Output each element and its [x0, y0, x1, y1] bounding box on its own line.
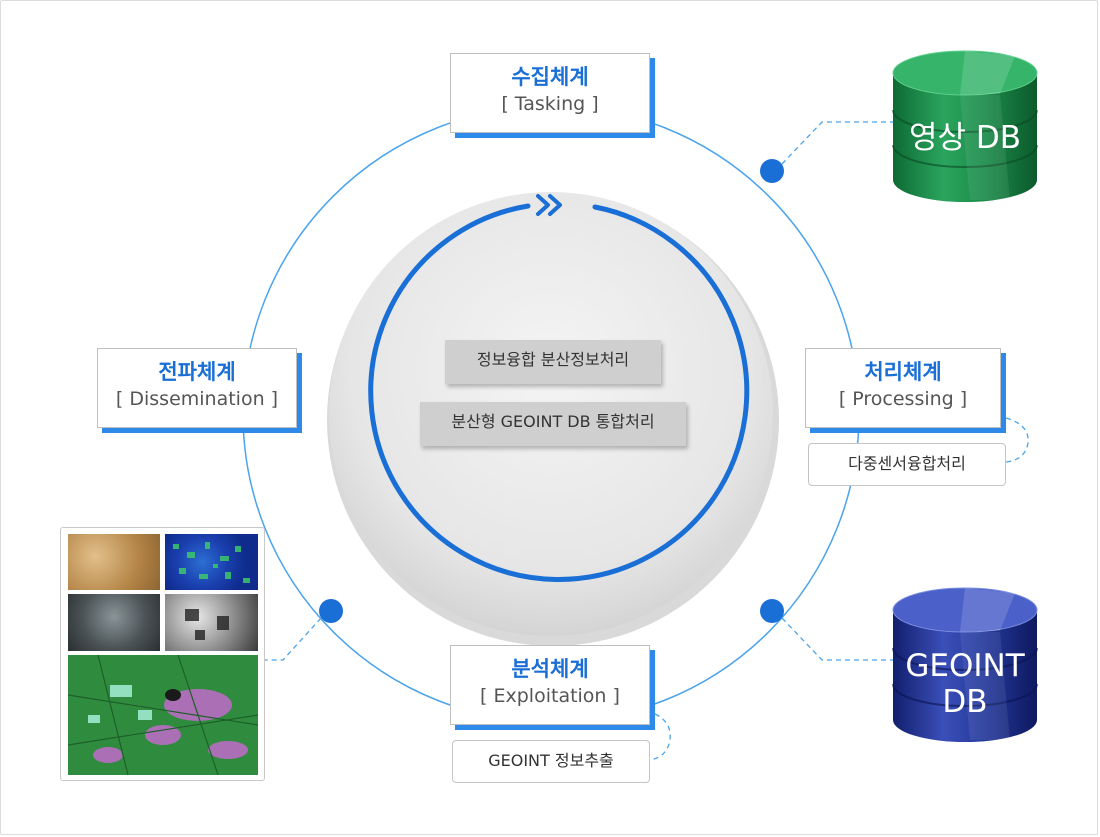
imagery-db-cylinder	[892, 50, 1038, 202]
stage-dissemination[interactable]: 전파체계 [ Dissemination ]	[97, 348, 297, 428]
stage-tasking[interactable]: 수집체계 [ Tasking ]	[450, 53, 650, 133]
geoint-db-label-line1: GEOINT	[905, 648, 1025, 684]
imagery-thumbnail-panel	[60, 527, 265, 781]
stage-exploitation-subtitle: [ Exploitation ]	[480, 685, 620, 707]
thumb-urban-gray-image	[68, 594, 160, 651]
ring-dot-thumbnail	[319, 599, 343, 623]
thumb-desert-image	[68, 534, 160, 590]
ring-dot-imagery-db	[760, 159, 784, 183]
processing-note: 다중센서융합처리	[808, 443, 1006, 486]
cycle-arrow-icon	[536, 194, 562, 216]
exploitation-note: GEOINT 정보추출	[452, 740, 650, 783]
stage-dissemination-subtitle: [ Dissemination ]	[115, 388, 279, 410]
connector-thumbnail	[265, 617, 322, 661]
thumb-sar-image	[165, 594, 258, 651]
stage-tasking-subtitle: [ Tasking ]	[501, 93, 599, 115]
geoint-db-cylinder	[892, 587, 1038, 742]
stage-tasking-title: 수집체계	[511, 65, 589, 89]
center-label-fusion: 정보융합 분산정보처리	[445, 340, 661, 384]
connector-exploitation-note	[649, 713, 671, 761]
connector-imagery-db	[781, 121, 898, 165]
thumb-classified-blue-image	[165, 534, 258, 590]
stage-exploitation[interactable]: 분석체계 [ Exploitation ]	[450, 645, 650, 725]
connector-processing-note	[1005, 417, 1029, 463]
geoint-db-label-line2: DB	[942, 684, 988, 720]
stage-dissemination-title: 전파체계	[158, 360, 236, 384]
stage-processing[interactable]: 처리체계 [ Processing ]	[805, 348, 1001, 428]
center-label-geoint-db: 분산형 GEOINT DB 통합처리	[420, 402, 686, 446]
connector-geoint-db	[781, 617, 898, 661]
ring-dot-geoint-db	[760, 599, 784, 623]
stage-processing-subtitle: [ Processing ]	[838, 388, 968, 410]
stage-exploitation-title: 분석체계	[511, 657, 589, 681]
stage-processing-title: 처리체계	[864, 360, 942, 384]
thumb-multispectral-image	[68, 655, 258, 775]
inner-cycle-arc	[368, 203, 750, 582]
imagery-db-label: 영상 DB	[908, 120, 1022, 156]
